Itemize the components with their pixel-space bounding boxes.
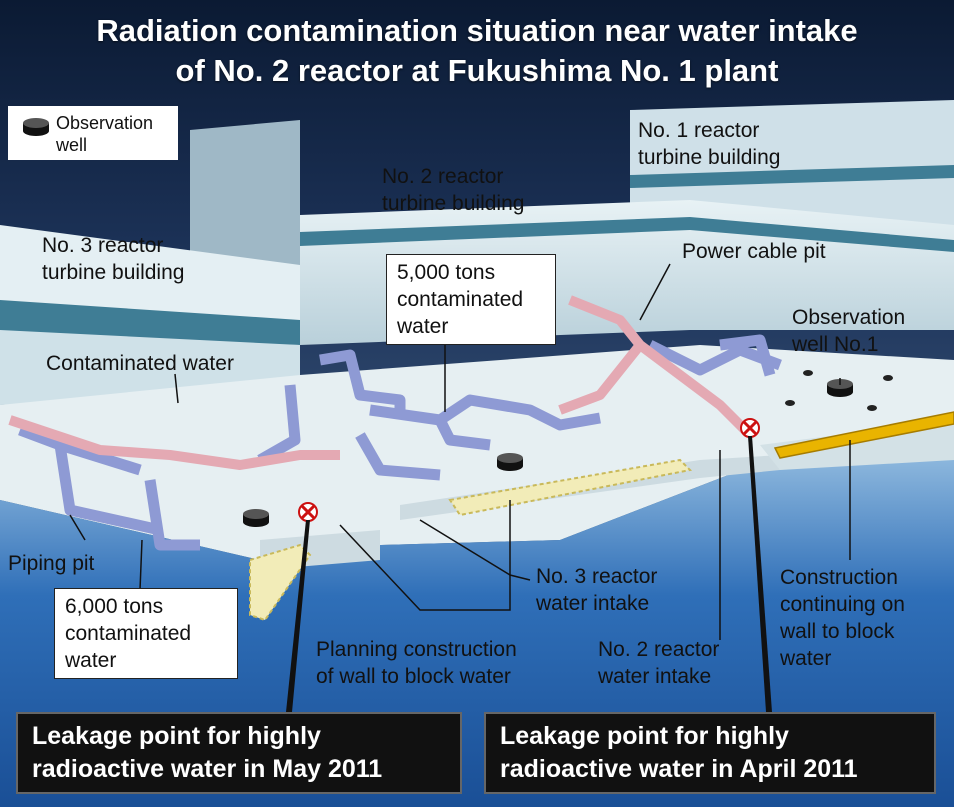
label-line: water	[780, 647, 832, 670]
legend: Observation well	[8, 106, 178, 160]
leak-banner-line: radioactive water in May 2011	[32, 755, 383, 783]
leak-banner-line: Leakage point for highly	[500, 722, 789, 750]
label-line: No. 2 reactor	[382, 165, 504, 188]
label-no3-turbine-building: No. 3 reactor turbine building	[42, 232, 184, 286]
title-line-1: Radiation contamination situation near w…	[96, 13, 858, 48]
callout-line: water	[65, 649, 117, 672]
label-line: Construction	[780, 566, 898, 589]
leak-banner-april-2011: Leakage point for highly radioactive wat…	[484, 712, 936, 794]
leader-lines	[69, 263, 851, 640]
leak-banner-line: Leakage point for highly	[32, 722, 321, 750]
label-no2-turbine-building: No. 2 reactor turbine building	[382, 163, 524, 217]
label-line: well No.1	[792, 333, 879, 356]
label-line: Planning construction	[316, 638, 517, 661]
leak-marker-april	[740, 418, 772, 712]
callout-5000-tons: 5,000 tons contaminated water	[386, 254, 556, 345]
power-cable-pit	[8, 295, 749, 470]
label-no3-water-intake: No. 3 reactor water intake	[536, 563, 657, 617]
callout-6000-tons: 6,000 tons contaminated water	[54, 588, 238, 679]
label-line: No. 3 reactor	[42, 234, 164, 257]
label-contaminated-water: Contaminated water	[46, 352, 234, 375]
label-line: Observation	[792, 306, 906, 329]
label-observation-well-no1: Observation well No.1	[792, 304, 905, 358]
observation-well-icon	[23, 118, 49, 136]
label-piping-pit: Piping pit	[8, 552, 95, 575]
callout-line: contaminated	[397, 288, 524, 311]
observation-well-no1-icon	[827, 379, 853, 397]
label-line: turbine building	[382, 192, 525, 215]
label-line: of wall to block water	[316, 665, 511, 688]
callout-line: 6,000 tons	[65, 595, 164, 618]
label-construction-continuing: Construction continuing on wall to block…	[780, 564, 905, 672]
leak-banner-line: radioactive water in April 2011	[500, 755, 858, 783]
label-no2-water-intake: No. 2 reactor water intake	[598, 636, 719, 690]
label-planning-wall: Planning construction of wall to block w…	[316, 636, 517, 690]
label-line: No. 2 reactor	[598, 638, 720, 661]
label-line: No. 3 reactor	[536, 565, 658, 588]
label-line: No. 1 reactor	[638, 119, 760, 142]
leak-banner-may-2011: Leakage point for highly radioactive wat…	[16, 712, 462, 794]
observation-well-icon	[243, 509, 269, 527]
wall-under-construction	[773, 411, 954, 459]
piping-pits	[18, 334, 782, 551]
legend-label: Observation well	[56, 112, 153, 156]
label-line: water intake	[598, 665, 712, 688]
leak-marker-may	[286, 502, 318, 712]
label-line: wall to block	[780, 620, 895, 643]
label-line: turbine building	[42, 261, 185, 284]
label-line: continuing on	[780, 593, 905, 616]
title-line-2: of No. 2 reactor at Fukushima No. 1 plan…	[175, 53, 779, 88]
label-power-cable-pit: Power cable pit	[682, 240, 826, 263]
label-line: turbine building	[638, 146, 781, 169]
callout-line: 5,000 tons	[397, 261, 496, 284]
observation-well-icon	[497, 453, 523, 471]
label-line: water intake	[536, 592, 650, 615]
label-no1-turbine-building: No. 1 reactor turbine building	[638, 117, 780, 171]
callout-line: contaminated	[65, 622, 192, 645]
legend-line-2: well	[56, 135, 88, 155]
observation-wells	[243, 370, 893, 527]
legend-line-1: Observation	[56, 113, 154, 133]
callout-line: water	[397, 315, 449, 338]
